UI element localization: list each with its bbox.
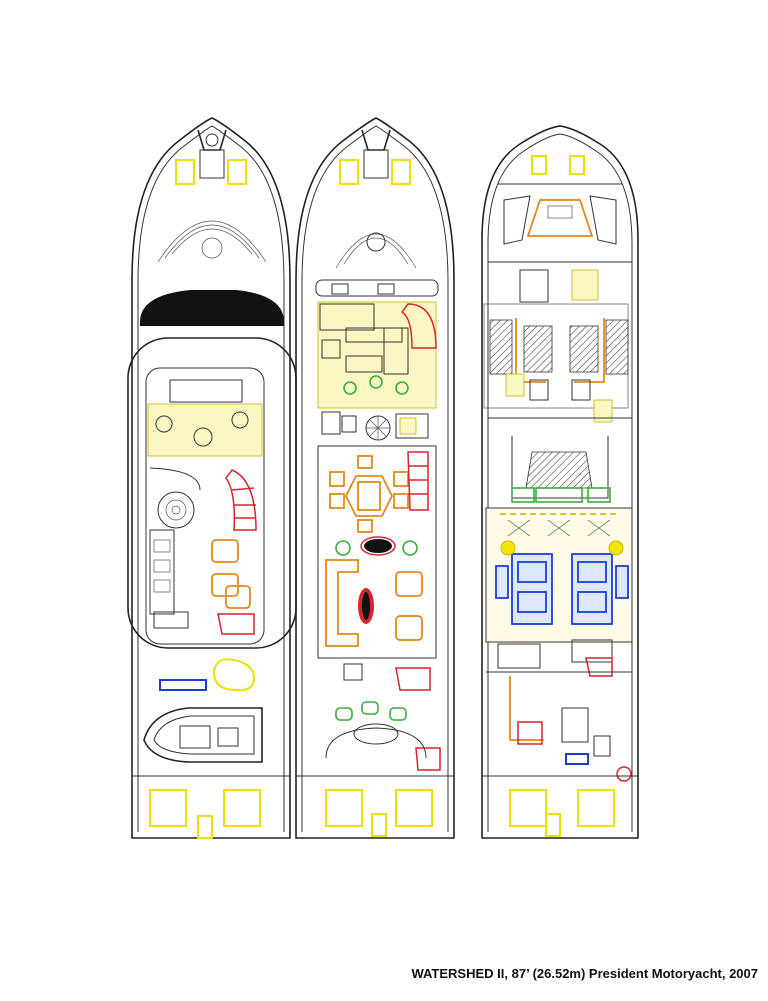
drawing-caption: WATERSHED II, 87’ (26.52m) President Mot… (411, 966, 758, 981)
lower-deck-hull-outline (481, 125, 639, 839)
flybridge-hull-outline (131, 117, 291, 839)
lower-deck-forward-cabin (526, 199, 594, 237)
main-deck-plan (295, 117, 455, 839)
flybridge-stair (225, 469, 257, 531)
main-deck-saloon (317, 445, 437, 659)
lower-deck-plan (481, 125, 639, 839)
main-deck-galley (317, 301, 437, 409)
flybridge-anchor-windlass (175, 129, 247, 185)
main-deck-bar-stools (343, 375, 409, 395)
flybridge-spiral-stair (149, 467, 201, 529)
flybridge-tender (143, 707, 263, 763)
flybridge-sunpad (212, 658, 256, 692)
main-deck-rug (364, 539, 392, 553)
lower-deck-engines (495, 553, 629, 625)
flybridge-lounge-chairs (211, 539, 251, 609)
flybridge-foredeck-seating (157, 220, 267, 263)
lower-deck-master-bed (525, 451, 593, 489)
flybridge-deck-plan (127, 117, 297, 839)
main-deck-dining-table (329, 455, 409, 533)
main-deck-aft-dining (325, 701, 427, 759)
main-deck-hull-outline (295, 117, 455, 839)
main-deck-sofa (325, 559, 374, 647)
flybridge-bench (159, 679, 207, 691)
lower-deck-crew-quarters (509, 676, 632, 782)
lower-deck-guest-cabins (483, 303, 629, 423)
main-deck-anchor-windlass (339, 129, 411, 185)
flybridge-helm-area (147, 403, 263, 457)
flybridge-windshield (140, 290, 284, 326)
